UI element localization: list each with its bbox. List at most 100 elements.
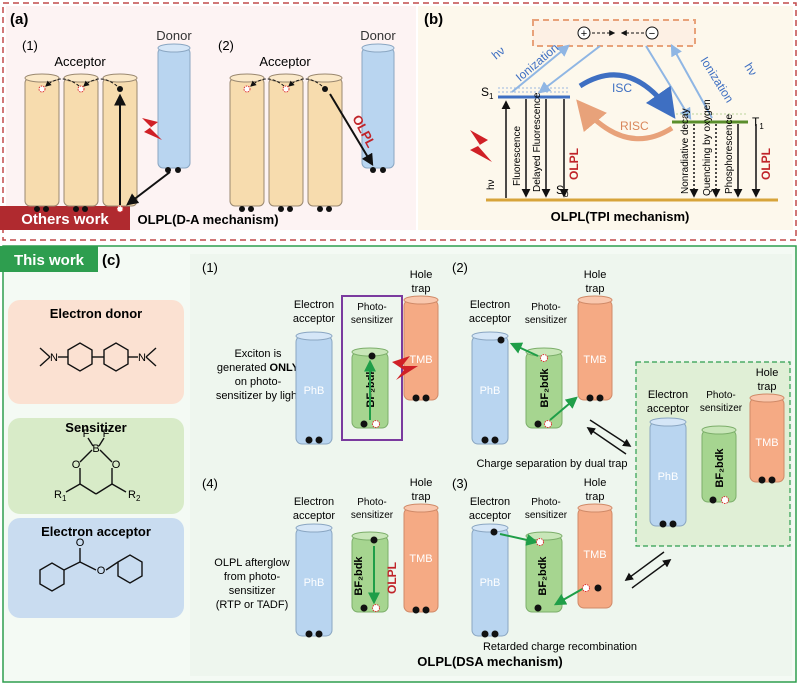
isc-arrow [578,72,676,119]
state-charges [659,476,776,528]
s1-label: S1 [481,85,494,101]
step1-acceptor-label: acceptor [293,313,336,325]
step4-acceptor-label: Electron [294,496,334,508]
step4-tmb-tube [403,503,439,613]
step3-number: (3) [452,476,468,491]
a1-hole [38,85,46,93]
state-holetrap-label: Hole [756,367,779,379]
tmb-label: TMB [583,354,606,366]
state-phb-tube [649,417,687,527]
nonradiative-label: Nonradiative decay [680,108,691,194]
a1-electron-pairs [34,167,181,212]
step4-acceptor-label: acceptor [293,510,336,522]
state-tmb-tube [749,393,785,483]
phb-label: PhB [480,577,501,589]
step3-sensitizer-label: Photo- [531,497,560,508]
a2-hole [243,85,251,93]
plus-sign: + [581,28,587,40]
a2-hole [282,85,290,93]
n-atom: N [138,352,146,364]
step1-desc-line: Exciton is [234,348,282,360]
step3-hole-return-arrow [553,587,585,606]
panel-a-tag: (a) [10,11,28,28]
lightning-icon [142,118,162,140]
hv-excite-label: hν [486,179,497,190]
f-atom: F [83,428,90,440]
step1-sensitizer-label: sensitizer [351,315,394,326]
bf2bdk-structure [65,437,127,495]
state-sensitizer-label: Photo- [706,390,735,401]
step2-sensitizer-label: Photo- [531,302,560,313]
step4-sensitizer-label: sensitizer [351,510,394,521]
a1-transfer-arrow [126,171,171,206]
a1-donor-tube [157,43,191,169]
o-atom: O [112,459,121,471]
delayed-fluorescence-label: Delayed Fluorescence [532,92,543,192]
step2-acceptor-label: Electron [470,299,510,311]
step1-electron-pairs [305,394,430,444]
step3-charges [481,528,602,638]
step4-sensitizer-label: Photo- [357,497,386,508]
plus-charge [577,26,591,40]
quenching-label: Quenching by oxygen [702,99,713,196]
equilibrium-arrows-upper [586,419,632,455]
state-acceptor-label: acceptor [647,403,690,415]
ester-oxygen: O [76,537,85,549]
step1-holetrap-label: Hole [410,269,433,281]
step2-holetrap-label: Hole [584,269,607,281]
panel-b-tag: (b) [424,11,443,28]
a1-electron [117,86,123,92]
step2-electron-transfer-arrow [509,342,539,357]
ester-oxygen: O [97,565,106,577]
step2-electron [497,336,505,344]
step3-holetrap-label: Hole [584,477,607,489]
phb-label: PhB [658,471,679,483]
f-atom: F [103,428,110,440]
step4-number: (4) [202,476,218,491]
lightning-icon [392,356,418,380]
step1-tmb-tube [403,295,439,401]
a2-recombination-arrow [329,93,374,167]
olpl-right-label: OLPL [759,148,773,180]
bf2bdk-label: BF₂bdk [714,448,726,488]
olpl-left-label: OLPL [567,148,581,180]
electron-acceptor-label: Electron acceptor [41,524,151,539]
step2-hole-transfer-arrow [549,396,578,421]
step4-olpl-label: OLPL [385,562,399,594]
this-work-badge [0,246,98,272]
step2-hole [540,354,548,362]
phb-label: PhB [480,385,501,397]
tmb-label: TMB [409,553,432,565]
phosphorescence-label: Phosphorescence [724,114,735,194]
step2-electron-pairs [481,394,604,444]
lightning-icon [470,130,492,162]
step3-acceptor-label: Electron [470,496,510,508]
step1-phb-tube [295,331,333,445]
ionization-arrow-right [670,43,713,119]
step1-desc-line: on photo- [235,376,282,388]
tmb-label: TMB [409,354,432,366]
state-sensitizer-tube [701,425,737,503]
others-work-badge [0,206,130,230]
state-sensitizer-label: sensitizer [700,403,743,414]
step2-acceptor-label: acceptor [469,313,512,325]
panel-a-caption: OLPL(D-A mechanism) [137,212,278,227]
a2-donor-tube [361,43,395,169]
step2-tmb-tube [577,295,613,401]
a2-electron-pairs [239,167,386,212]
bf2bdk-label: BF₂bdk [539,368,551,408]
step2-caption: Charge separation by dual trap [476,458,627,470]
step1-desc-line: generated ONLY [217,362,300,374]
step3-holetrap-label: trap [586,491,605,503]
step3-tmb-tube [577,503,613,609]
step1-hole [372,420,380,428]
tmb-label: TMB [583,549,606,561]
state-holetrap-label: trap [758,381,777,393]
phb-structure [39,548,143,592]
hv-right-label: hν [741,60,760,78]
a1-acceptor-label: Acceptor [54,54,106,69]
state-acceptor-label: Electron [648,389,688,401]
this-work-label: This work [14,252,85,269]
